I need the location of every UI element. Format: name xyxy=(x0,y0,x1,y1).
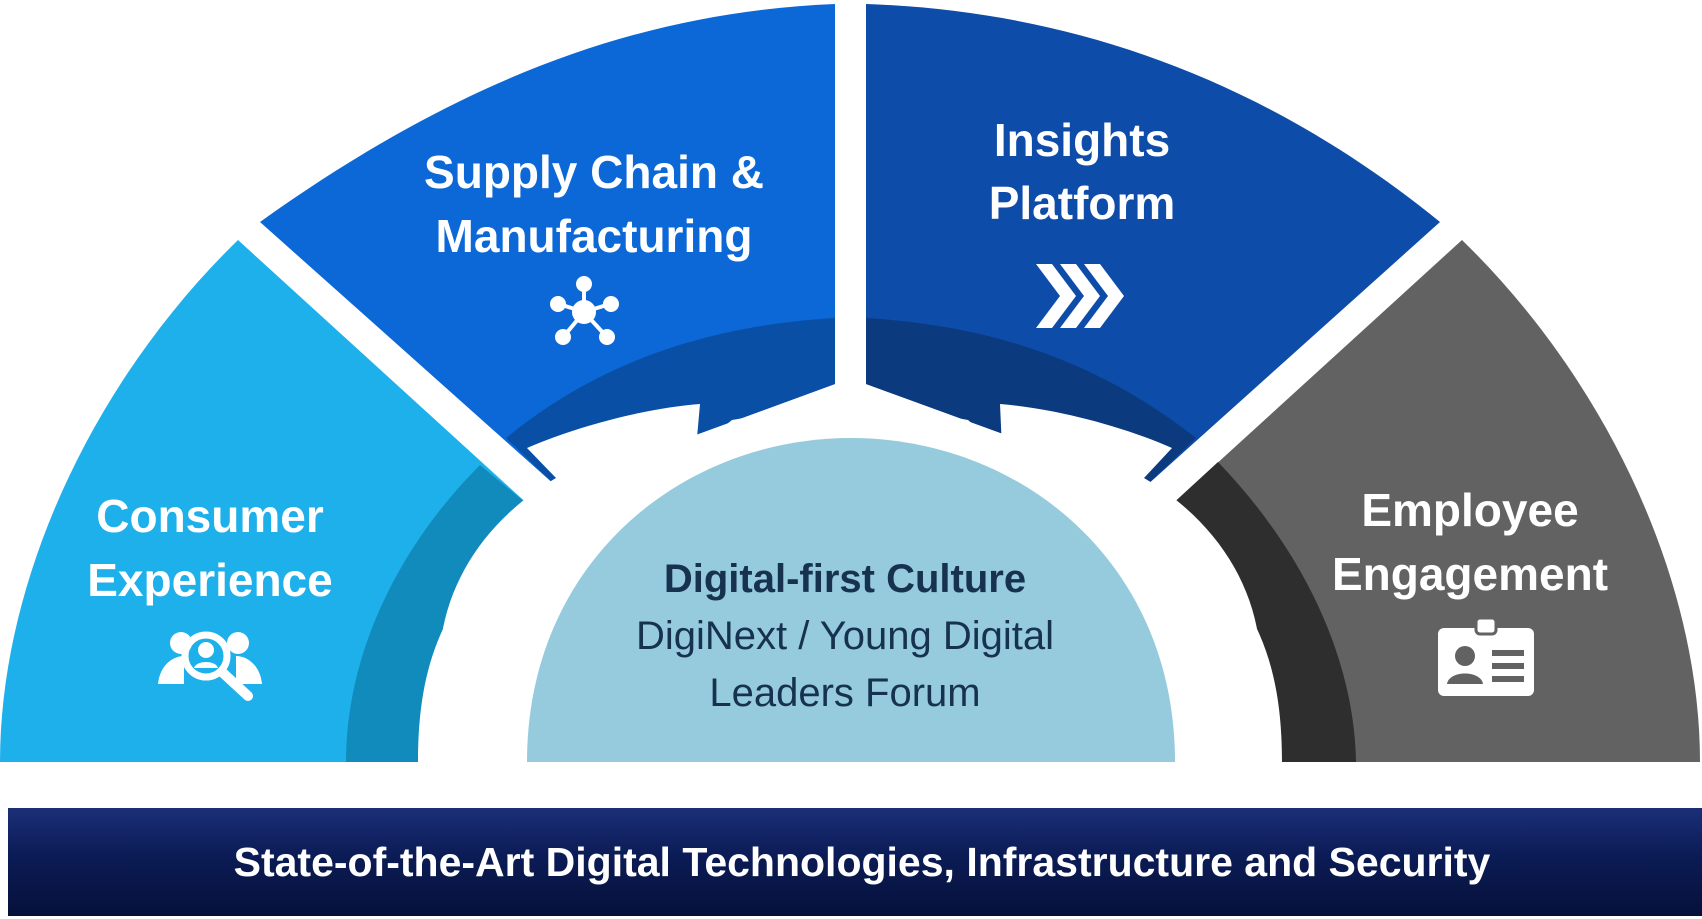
insights-title-line2: Platform xyxy=(989,177,1176,229)
id-card-icon xyxy=(1438,616,1534,696)
core-subtitle-line2: Leaders Forum xyxy=(709,671,980,715)
network-hub-icon xyxy=(550,276,619,345)
employee-title-line1: Employee xyxy=(1361,484,1578,536)
separator-consumer-supply xyxy=(240,221,548,505)
insights-title-line1: Insights xyxy=(994,114,1170,166)
core-subtitle-line1: DigiNext / Young Digital xyxy=(636,614,1054,658)
consumer-title-line1: Consumer xyxy=(96,490,324,542)
employee-title-line2: Engagement xyxy=(1332,548,1608,600)
core-dome xyxy=(527,438,1175,762)
core-title: Digital-first Culture xyxy=(664,557,1026,601)
supply-title-line2: Manufacturing xyxy=(436,210,753,262)
bottom-banner xyxy=(8,808,1702,916)
bottom-banner-text: State-of-the-Art Digital Technologies, I… xyxy=(234,839,1491,885)
user-search-icon xyxy=(158,631,262,701)
supply-title-line1: Supply Chain & xyxy=(424,146,764,198)
triple-chevron-right-icon xyxy=(1036,264,1124,328)
separator-insights-employee xyxy=(1152,221,1460,505)
consumer-title-line2: Experience xyxy=(87,554,332,606)
